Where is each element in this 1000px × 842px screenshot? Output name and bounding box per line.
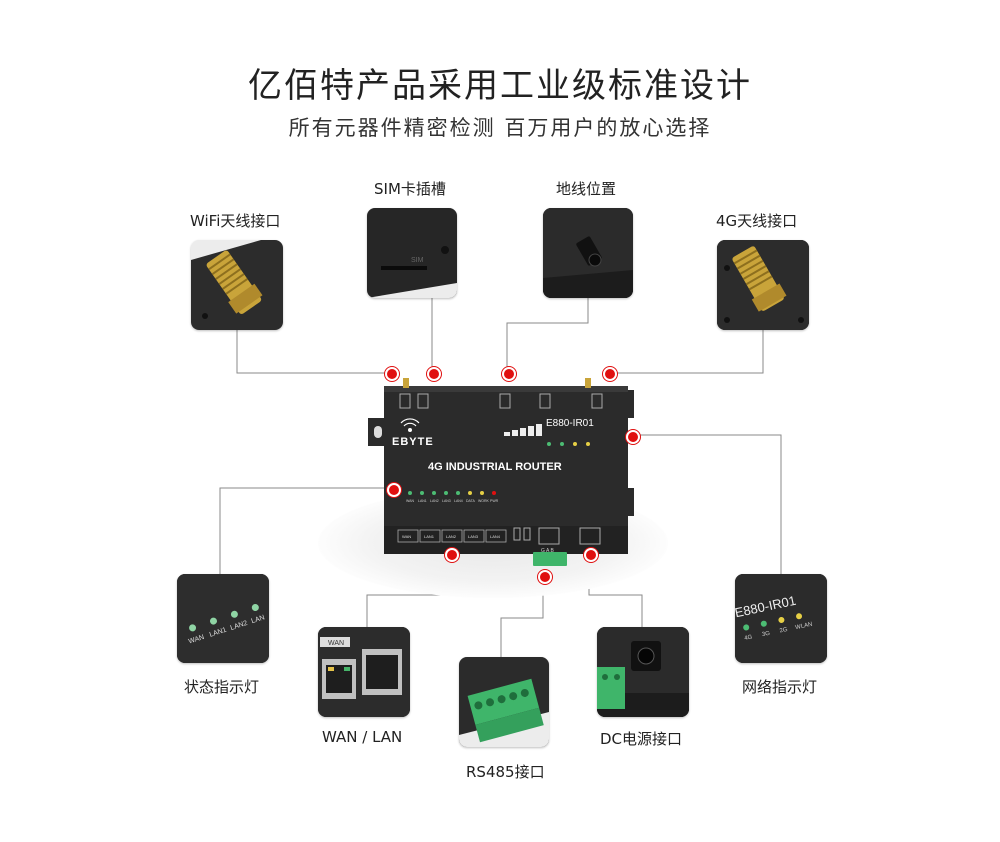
- router-port-label: LAN3: [468, 534, 479, 539]
- router-status-led-label: WORK: [478, 499, 490, 503]
- router-status-led-label: LAN2: [430, 499, 439, 503]
- line-status: [219, 487, 392, 575]
- router-status-led: [432, 491, 436, 495]
- router-model: E880-IR01: [546, 418, 594, 429]
- dot-sim-slot: [427, 367, 441, 381]
- thumb-wifi-antenna: [191, 240, 283, 330]
- line-network: [633, 434, 782, 575]
- net-thumb-led-3g: 3G: [762, 631, 771, 639]
- dot-dc-power: [584, 548, 598, 562]
- router-port-label: LAN4: [490, 534, 501, 539]
- router-port: [441, 529, 463, 543]
- thumb-status-led-label: LAN: [251, 614, 266, 625]
- router-port-label: LAN2: [446, 534, 457, 539]
- thumb-status-led-dot: [209, 617, 217, 625]
- sim-text: SIM: [411, 257, 424, 264]
- net-thumb-led-4g: 4G: [744, 634, 753, 642]
- label-status-led: 状态指示灯: [184, 678, 260, 696]
- net-thumb-led-2g: 2G: [779, 627, 788, 635]
- thumb-network-led: E880-IR01 4G 3G 2G WLAN: [735, 574, 827, 663]
- label-rs485: RS485接口: [466, 763, 545, 781]
- router-status-led: [456, 491, 460, 495]
- label-sim-slot: SIM卡插槽: [374, 180, 446, 198]
- thumb-dc-power: [597, 627, 689, 717]
- dot-network-led: [626, 430, 640, 444]
- router-port: [485, 529, 507, 543]
- thumb-status-led-dot: [230, 610, 238, 618]
- line-4g: [609, 330, 764, 374]
- line-rs485: [500, 576, 544, 657]
- thumb-status-led-dot: [189, 624, 197, 632]
- router-status-led: [408, 491, 412, 495]
- router-status-led-label: DATA: [466, 499, 475, 503]
- router-status-led-label: LAN3: [442, 499, 451, 503]
- router-port-label: LAN1: [424, 534, 435, 539]
- label-dc-power: DC电源接口: [600, 730, 683, 748]
- label-4g-antenna: 4G天线接口: [716, 212, 798, 230]
- line-ground: [506, 298, 589, 372]
- dot-rs485: [538, 570, 552, 584]
- wan-thumb-label: WAN: [328, 640, 344, 647]
- label-network-led: 网络指示灯: [742, 678, 818, 696]
- label-wifi-antenna: WiFi天线接口: [190, 212, 281, 230]
- label-wan-lan: WAN / LAN: [322, 728, 403, 746]
- thumb-ground: [543, 208, 633, 298]
- thumb-status-led-dot: [251, 603, 259, 611]
- router-port: [397, 529, 419, 543]
- router-name: 4G INDUSTRIAL ROUTER: [428, 461, 562, 473]
- router-status-led: [444, 491, 448, 495]
- line-wifi: [236, 330, 390, 374]
- router-status-led: [480, 491, 484, 495]
- router-port-label: WAN: [402, 534, 411, 539]
- page-title: 亿佰特产品采用工业级标准设计: [248, 66, 752, 106]
- router-brand: EBYTE: [392, 436, 434, 448]
- thumb-sim-slot: SIM: [367, 208, 457, 298]
- router-status-led: [468, 491, 472, 495]
- dot-wan-lan: [445, 548, 459, 562]
- rs485-terminal: [533, 552, 567, 566]
- dot-ground: [502, 367, 516, 381]
- router-status-led-label: PWR: [490, 499, 499, 503]
- thumb-status-led-label: WAN: [188, 634, 205, 646]
- router-port: [463, 529, 485, 543]
- page-subtitle: 所有元器件精密检测 百万用户的放心选择: [288, 116, 712, 140]
- router-status-led-label: LAN4: [454, 499, 463, 503]
- router-status-led: [420, 491, 424, 495]
- router-status-led: [492, 491, 496, 495]
- router-status-led-label: WAN: [406, 499, 415, 503]
- thumb-rs485: [459, 657, 549, 747]
- net-thumb-led-wlan: WLAN: [795, 622, 813, 631]
- dot-wifi-antenna: [385, 367, 399, 381]
- router-port: [419, 529, 441, 543]
- dot-4g-antenna: [603, 367, 617, 381]
- thumb-4g-antenna: [717, 240, 809, 330]
- router-rs485-pins: G A B: [541, 548, 554, 554]
- label-ground: 地线位置: [556, 180, 617, 198]
- dot-status-led: [387, 483, 401, 497]
- thumb-wan-lan: WAN: [318, 627, 410, 717]
- router-status-led-label: LAN1: [418, 499, 427, 503]
